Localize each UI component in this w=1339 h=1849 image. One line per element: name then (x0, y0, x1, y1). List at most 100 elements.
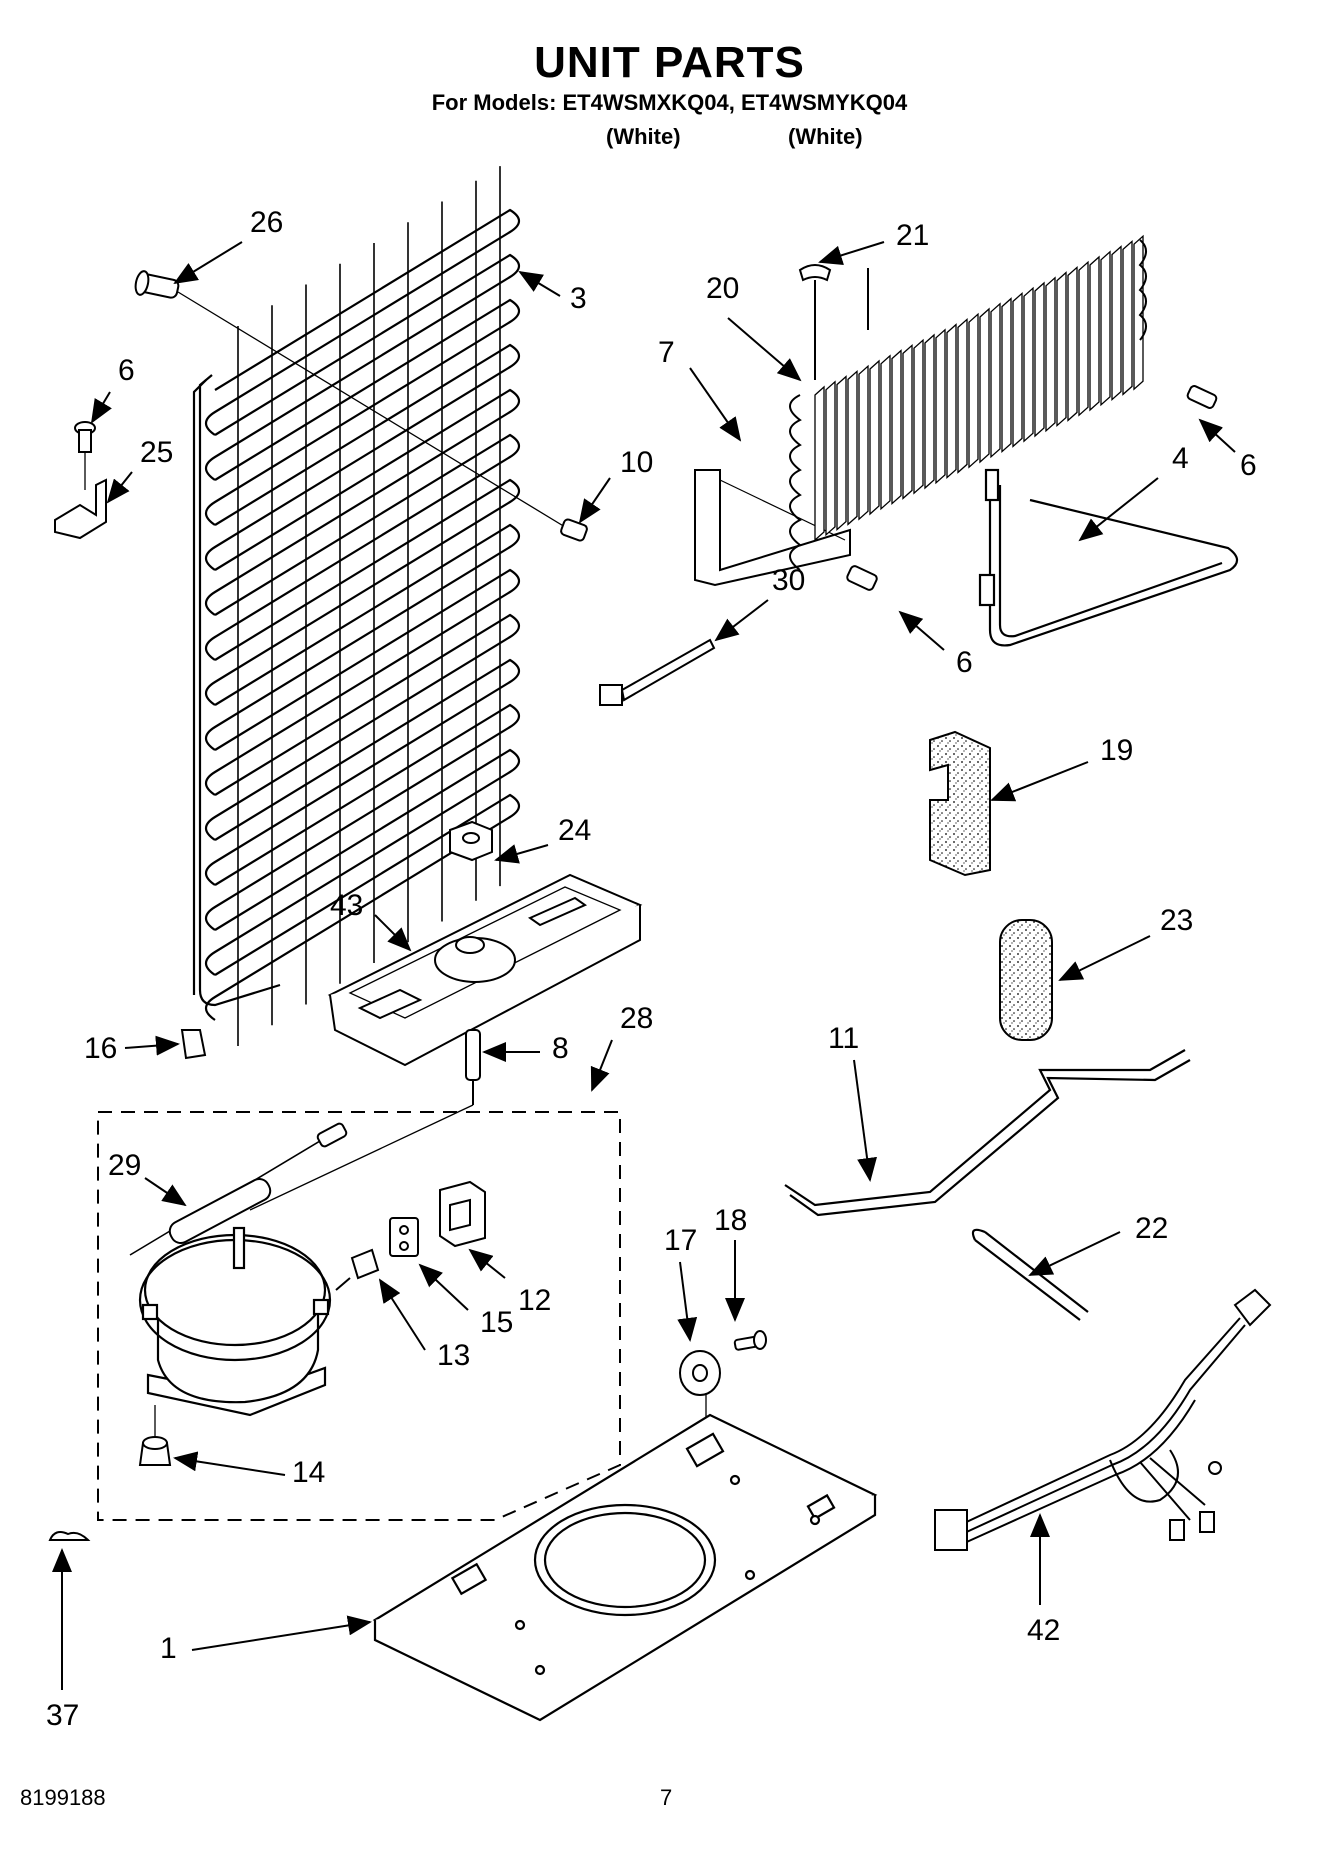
callout-number: 4 (1172, 442, 1189, 475)
callout-leader-arrow (1058, 935, 1151, 981)
callout-number: 16 (84, 1032, 117, 1065)
evaporator-fin (847, 369, 858, 526)
evaporator-fin (1012, 291, 1023, 448)
part-15-relay (389, 1217, 419, 1257)
callout-leader-arrow (689, 367, 742, 442)
callout-leader-arrow (714, 599, 769, 642)
callout-number: 22 (1135, 1212, 1168, 1245)
compressor (138, 1226, 332, 1417)
callout-leader-arrow (818, 241, 885, 265)
page-number: 7 (660, 1785, 673, 1810)
part-43-drain-pan (327, 873, 643, 1067)
part-29-filter-drier (129, 1122, 348, 1256)
evaporator-fin (1034, 281, 1045, 438)
callout-number: 43 (330, 889, 363, 922)
evaporator-fin (1078, 260, 1089, 417)
part-18-screw (733, 1330, 767, 1351)
callout-leader-arrow (378, 1278, 426, 1351)
callout-leader-arrow (578, 477, 611, 524)
part-6-screw-left (74, 421, 96, 490)
models-subtitle: For Models: ET4WSMXKQ04, ET4WSMYKQ04 (431, 90, 908, 115)
callout-number: 14 (292, 1456, 325, 1489)
evaporator-fin (1023, 286, 1034, 443)
part-37-plug (48, 1531, 91, 1541)
model-color-1: (White) (606, 124, 681, 149)
callout-number: 20 (706, 272, 739, 305)
callout-leader-arrow (144, 1177, 187, 1207)
evaporator-leads (814, 268, 869, 380)
evaporator-fin (990, 302, 1001, 459)
evaporator-fin (858, 364, 869, 521)
callout-number: 1 (160, 1632, 177, 1665)
callout-number: 37 (46, 1699, 79, 1732)
callout-leaders (52, 241, 1236, 1690)
part-24-nut (449, 820, 493, 862)
evaporator-fin (946, 323, 957, 480)
evaporator-fin (1100, 250, 1111, 407)
callout-number: 11 (828, 1022, 859, 1055)
part-6-screw-right-bottom (846, 565, 878, 591)
callout-number: 17 (664, 1224, 697, 1257)
part-17-grommet (679, 1350, 721, 1480)
callout-leader-arrow (106, 471, 133, 504)
callout-number: 23 (1160, 904, 1193, 937)
condenser-wire-rods (237, 166, 501, 1046)
part-4-defrost-heater (978, 468, 1239, 647)
evaporator-tube-bends (789, 394, 802, 571)
callout-number: 10 (620, 446, 653, 479)
part-28-compressor-kit-outline (97, 1111, 621, 1521)
condenser-tail (198, 374, 281, 1007)
condenser-serpentine (204, 208, 521, 1021)
part-16-clip (180, 1029, 207, 1060)
part-19-foam-block (929, 730, 991, 877)
callout-leader-arrow (90, 391, 112, 424)
callout-number: 19 (1100, 734, 1133, 767)
part-21-clip (798, 264, 832, 282)
callout-leader-arrow (124, 1035, 180, 1056)
part-23-foam-pad (999, 919, 1053, 1041)
part-8-drain-tube (465, 1029, 481, 1105)
condenser-coil (192, 166, 521, 1046)
callout-leader-arrow (173, 241, 243, 285)
callout-leader-arrow (727, 317, 802, 382)
part-30-cable-tie (599, 638, 716, 706)
evaporator (694, 234, 1147, 587)
evaporator-fin (891, 349, 902, 506)
evaporator-fin (825, 380, 836, 537)
document-number: 8199188 (20, 1785, 106, 1810)
callout-leader-arrow (990, 761, 1089, 802)
part-12-cover (439, 1180, 486, 1248)
evaporator-tube-right (1138, 239, 1147, 341)
callout-number: 25 (140, 436, 173, 469)
callout-leader-arrow (853, 1059, 878, 1182)
callout-number: 30 (772, 564, 805, 597)
callout-number: 7 (658, 336, 675, 369)
model-color-2: (White) (788, 124, 863, 149)
callout-number: 42 (1027, 1614, 1060, 1647)
evaporator-fin (935, 328, 946, 485)
callout-number: 15 (480, 1306, 513, 1339)
evaporator-fin (1001, 297, 1012, 454)
callout-number: 28 (620, 1002, 653, 1035)
evaporator-fin (1122, 239, 1133, 396)
evaporator-fin (814, 385, 825, 542)
callout-leader-arrow (418, 1263, 469, 1311)
evaporator-fins (814, 234, 1144, 542)
evaporator-fin (968, 312, 979, 469)
callout-number: 21 (896, 219, 929, 252)
callout-number: 18 (714, 1204, 747, 1237)
callout-number: 6 (118, 354, 135, 387)
part-42-wire-harness (934, 1288, 1272, 1551)
part-13-overload (335, 1248, 380, 1291)
callout-leader-arrow (191, 1615, 372, 1651)
part-11-tube (784, 1049, 1191, 1217)
evaporator-fin (1067, 265, 1078, 422)
evaporator-fin (1056, 271, 1067, 428)
callout-leader-arrow (494, 844, 549, 864)
callout-number: 29 (108, 1149, 141, 1182)
callout-leader-arrow (590, 1039, 613, 1092)
part-6-screw-right-top (1186, 385, 1218, 409)
evaporator-fin (869, 359, 880, 516)
callout-leader-arrow (468, 1248, 506, 1279)
evaporator-bracket (694, 469, 851, 587)
